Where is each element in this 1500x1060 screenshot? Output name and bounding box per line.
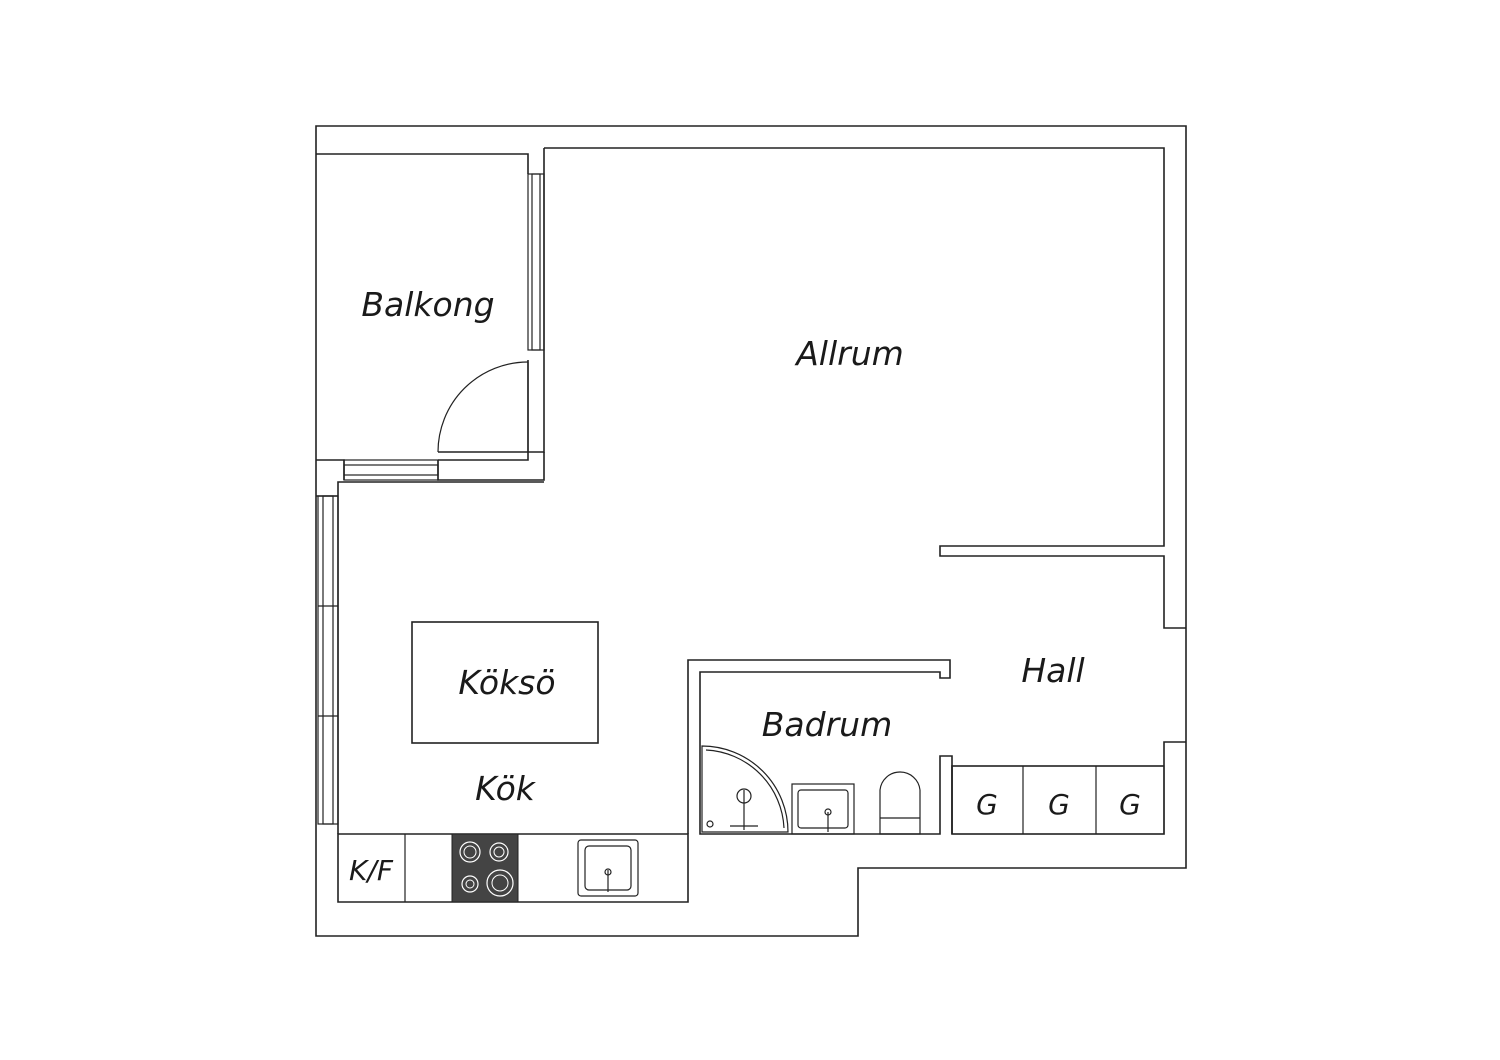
stove-icon — [451, 833, 519, 903]
room-label-balkong: Balkong — [361, 285, 494, 324]
kitchen-island — [411, 621, 599, 744]
closets — [951, 765, 1165, 835]
window-icon — [317, 173, 545, 825]
room-label-kok: Kök — [475, 769, 537, 808]
closet-label: G — [1119, 788, 1141, 821]
toilet-icon — [879, 771, 921, 835]
allrum-wall — [544, 147, 1186, 629]
shower-icon — [701, 745, 789, 833]
closet-label: G — [1048, 788, 1070, 821]
closet-label: G — [976, 788, 998, 821]
room-label-badrum: Badrum — [762, 705, 892, 744]
kitchen-sink-icon — [577, 839, 639, 897]
bathroom-wall — [687, 659, 953, 835]
room-label-hall: Hall — [1021, 651, 1084, 690]
room-label-koksoe: Köksö — [458, 663, 555, 702]
outer-wall — [315, 125, 1187, 937]
label-kf: K/F — [349, 854, 394, 887]
bathroom-sink-icon — [791, 783, 855, 835]
kitchen-left-wall — [316, 481, 544, 834]
door-swing-icon — [437, 361, 529, 453]
room-label-allrum: Allrum — [794, 334, 904, 373]
kitchen-counter — [337, 833, 689, 903]
